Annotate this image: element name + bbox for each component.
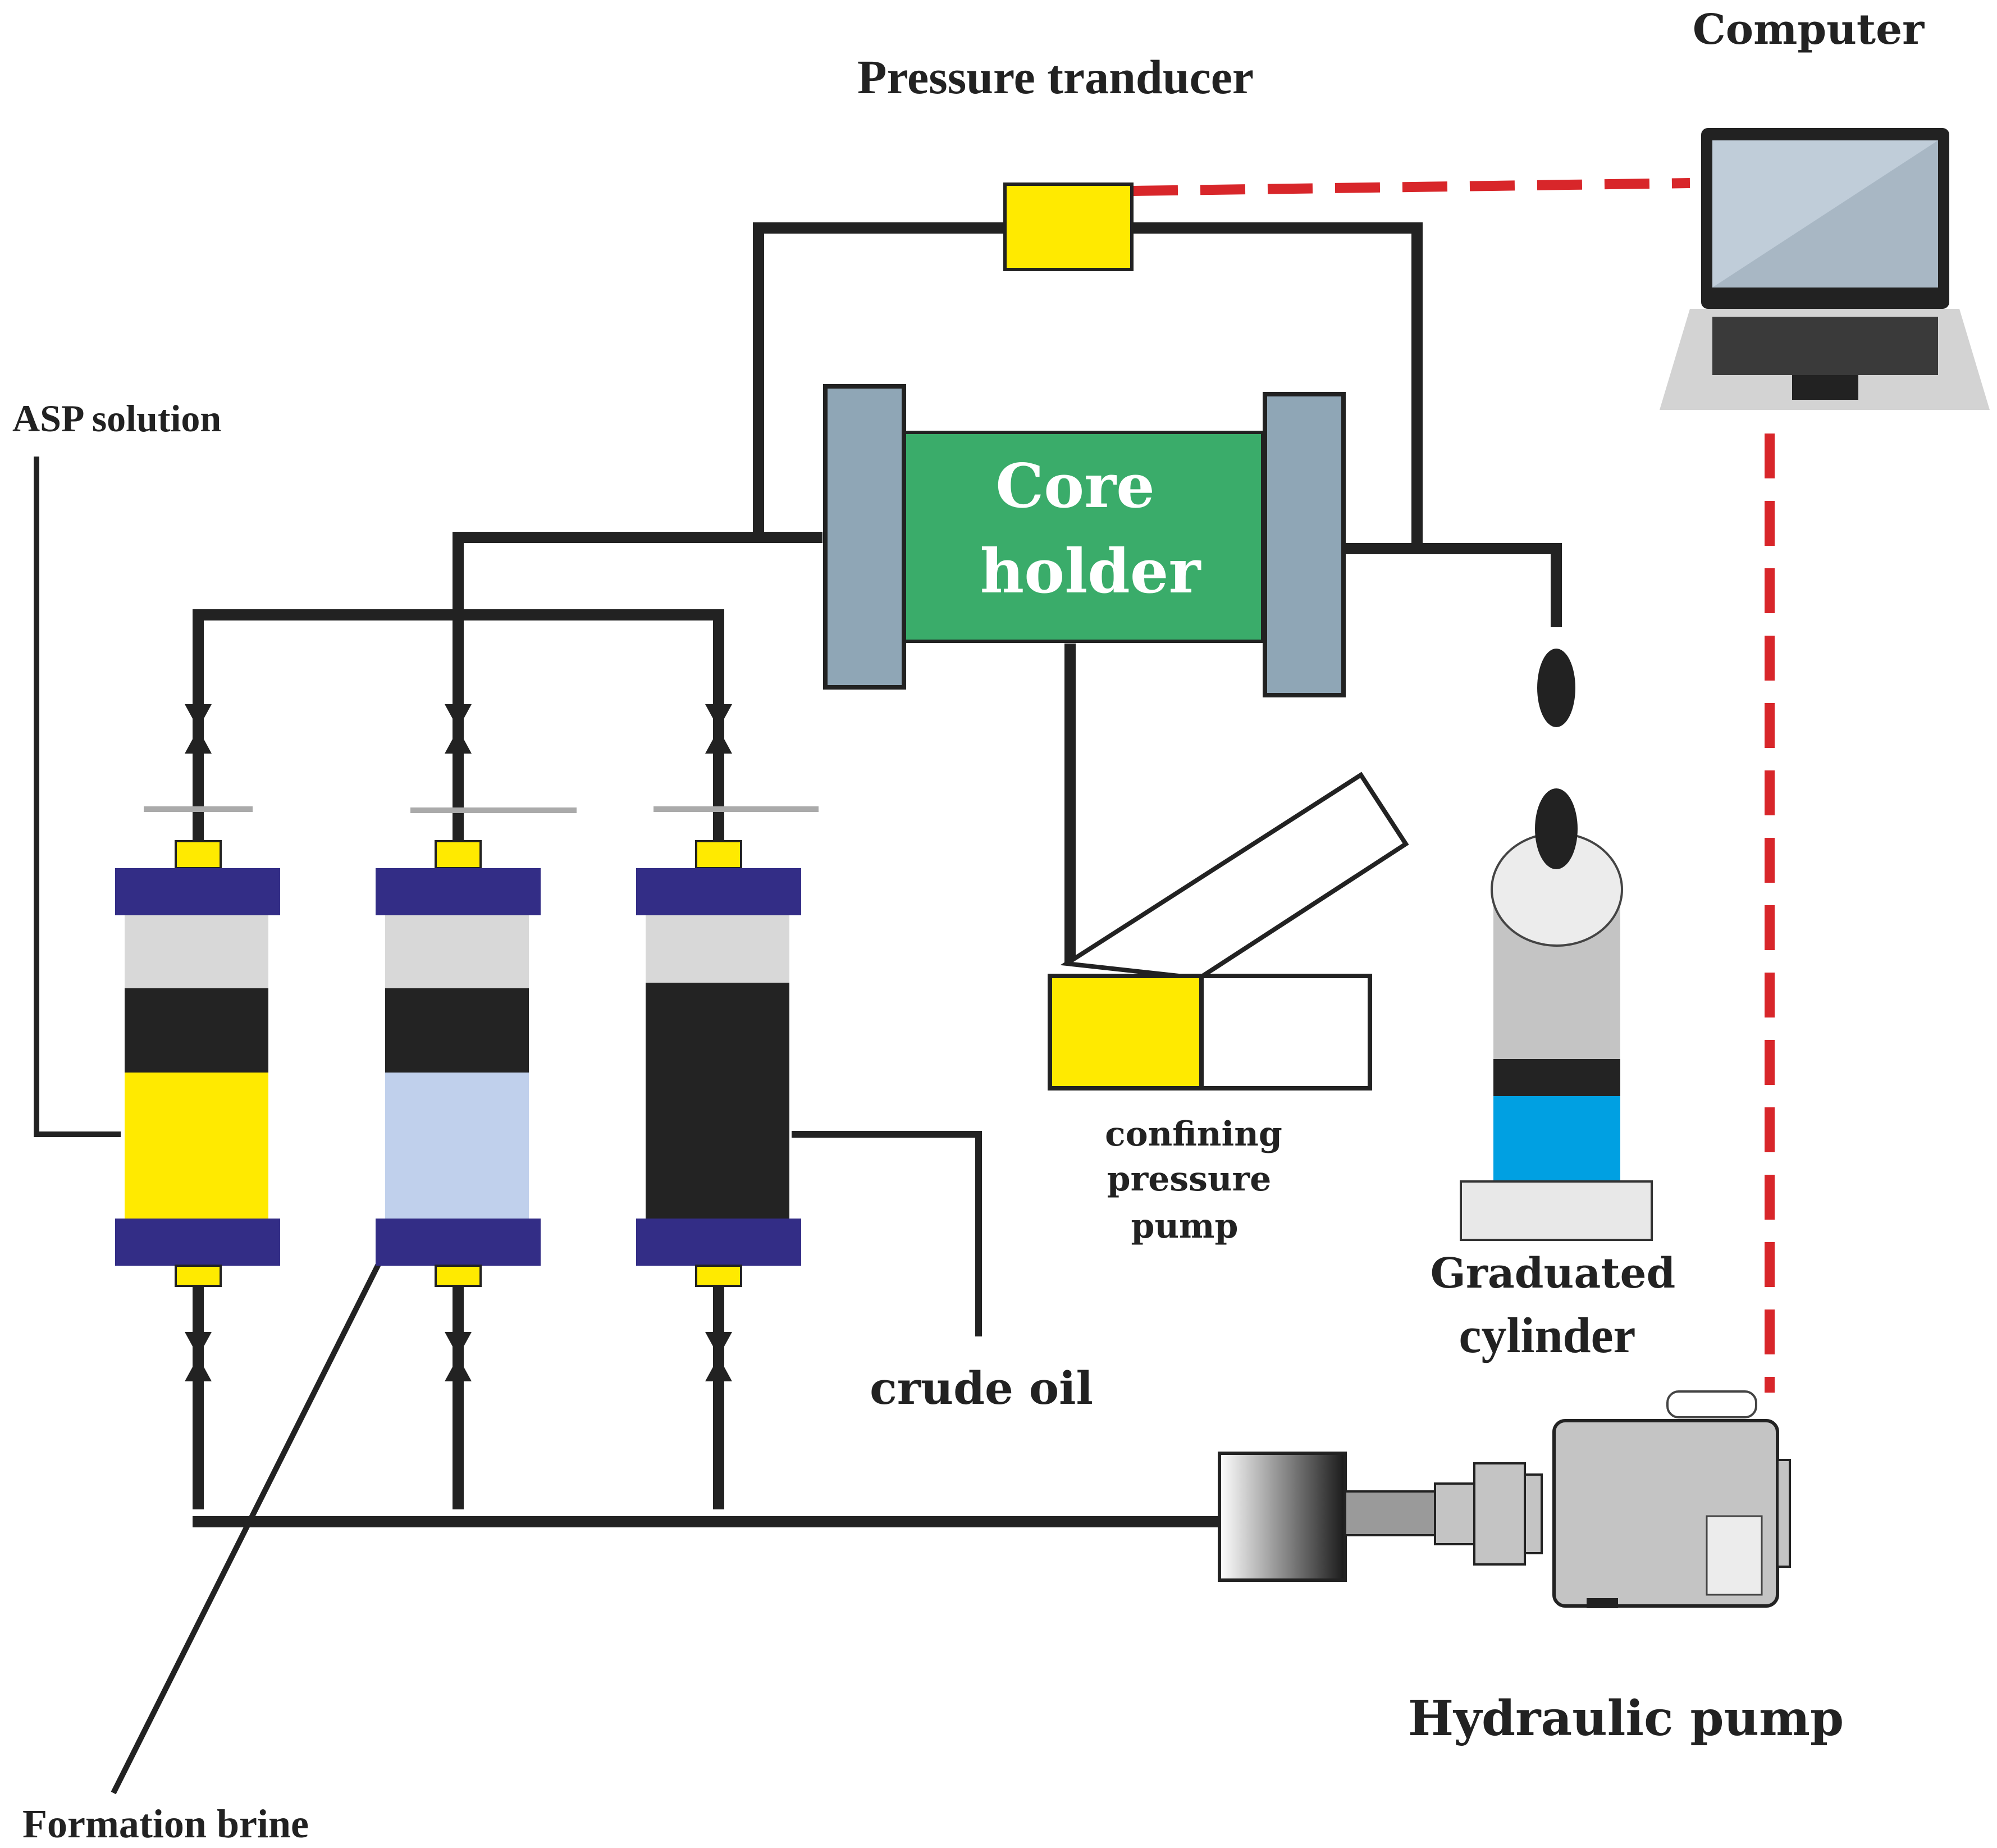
core-inlet-line — [453, 532, 822, 615]
pressure-transducer-label: Pressure tranducer — [857, 50, 1254, 104]
confining-pressure-pump — [1048, 772, 1409, 1090]
crude-oil-label: crude oil — [870, 1362, 1093, 1414]
pressure-transducer — [1003, 182, 1134, 271]
graduated-cylinder-label-line2: cylinder — [1459, 1308, 1636, 1363]
confining-pump-label-line2: pressure — [1107, 1160, 1272, 1199]
asp-feed-line — [34, 457, 121, 1137]
needle-valve-icon[interactable] — [705, 704, 732, 754]
hydraulic-pump-icon — [1218, 1390, 1791, 1608]
confining-pump-label-line1: confining — [1105, 1115, 1282, 1154]
signal-cables — [1132, 178, 1775, 1393]
transducer-line-left — [753, 222, 1005, 533]
needle-valve-icon[interactable] — [445, 1332, 472, 1381]
core-outlet-line — [1345, 543, 1562, 627]
crude-oil-cylinder — [636, 806, 819, 1287]
asp-solution-label: ASP solution — [12, 397, 221, 440]
needle-valve-icon[interactable] — [705, 1332, 732, 1381]
core-holder-inlet-cap — [823, 384, 906, 690]
core-holder: Core holder — [823, 384, 1346, 697]
needle-valve-icon[interactable] — [445, 704, 472, 754]
crude-oil-line — [792, 1131, 982, 1336]
core-holder-label-line1: Core — [995, 451, 1155, 522]
graduated-cylinder-label-line1: Graduated — [1431, 1249, 1676, 1298]
formation-brine-label: Formation brine — [22, 1801, 309, 1846]
piping — [34, 222, 1562, 1527]
core-holder-outlet-cap — [1263, 392, 1346, 697]
confining-pump-label-line3: pump — [1131, 1207, 1238, 1246]
drip-nozzle-icon — [1535, 788, 1578, 869]
asp-solution-cylinder — [115, 806, 280, 1287]
graduated-cylinder — [1460, 649, 1653, 1241]
needle-valve-icon[interactable] — [185, 1332, 212, 1381]
laptop-icon — [1660, 128, 1990, 410]
drip-funnel-icon — [1537, 649, 1575, 727]
formation-brine-leader — [111, 1175, 425, 1795]
hydraulic-pump-label: Hydraulic pump — [1408, 1690, 1844, 1747]
core-holder-label-line2: holder — [980, 536, 1202, 607]
transducer-line-right — [1132, 222, 1423, 546]
formation-brine-cylinder — [376, 807, 577, 1287]
needle-valve-icon[interactable] — [185, 704, 212, 754]
computer-label: Computer — [1693, 6, 1925, 54]
